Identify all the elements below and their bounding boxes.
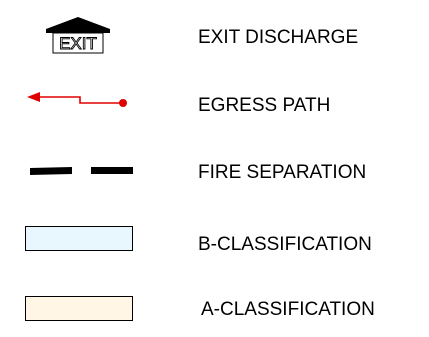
legend-label-b-classification: B-CLASSIFICATION xyxy=(198,234,372,255)
legend-label-exit-discharge: EXIT DISCHARGE xyxy=(198,27,359,48)
legend-item-b-classification: B-CLASSIFICATION xyxy=(0,220,429,260)
legend-item-fire-separation: FIRE SEPARATION xyxy=(0,152,429,192)
legend-label-fire-separation: FIRE SEPARATION xyxy=(198,162,367,183)
legend-item-exit-discharge: EXIT EXIT DISCHARGE xyxy=(0,17,429,57)
egress-path-arrow-icon xyxy=(27,92,127,107)
fire-separation-dashed-line-icon xyxy=(30,167,133,175)
legend-label-a-classification: A-CLASSIFICATION xyxy=(201,299,375,320)
legend-label-egress-path: EGRESS PATH xyxy=(198,95,331,116)
legend-item-a-classification: A-CLASSIFICATION xyxy=(0,286,429,326)
legend-item-egress-path: EGRESS PATH xyxy=(0,85,429,125)
exit-discharge-icon: EXIT xyxy=(46,17,110,54)
exit-sign-text: EXIT xyxy=(59,34,97,53)
b-classification-swatch xyxy=(25,226,133,251)
a-classification-swatch xyxy=(25,296,133,321)
